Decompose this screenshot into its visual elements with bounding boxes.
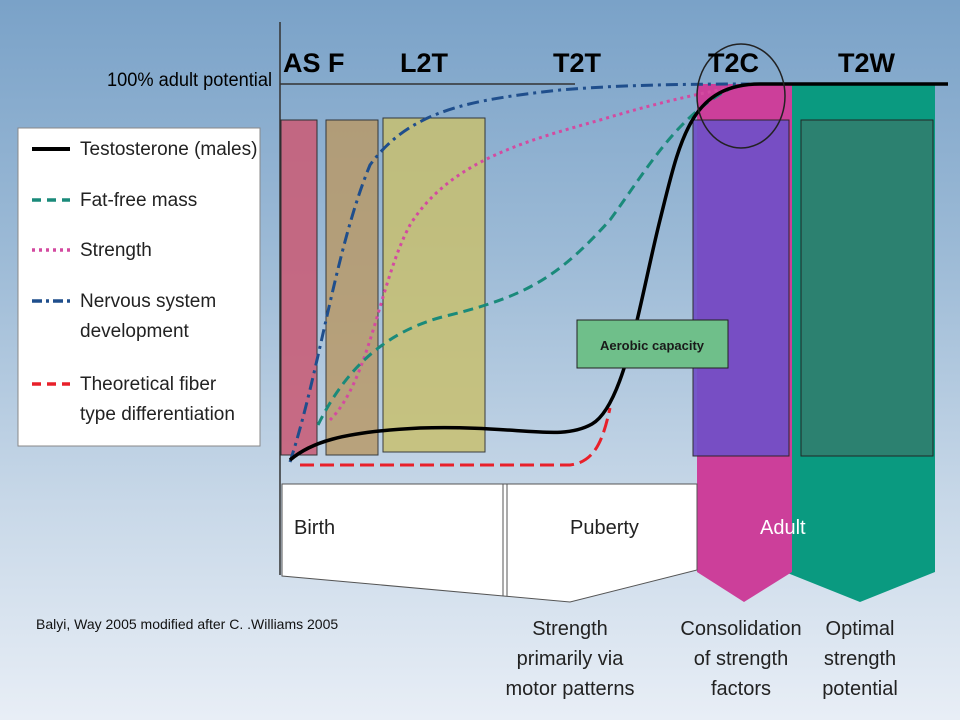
fat-free-mass-curve (316, 82, 741, 426)
stage-header-t2w: T2W (838, 48, 896, 78)
bottom-note-line: Consolidation (680, 618, 801, 640)
legend: Testosterone (males) Fat-free massStrengt… (32, 139, 257, 425)
stage-box-asf (280, 119, 318, 456)
phase-arrow (281, 483, 698, 603)
stage-header-asf: AS F (283, 48, 345, 78)
legend-label: development (80, 321, 190, 342)
bottom-note-line: potential (822, 678, 898, 700)
testosterone-curve (288, 82, 948, 462)
aerobic-capacity-label: Aerobic capacity (600, 338, 705, 353)
y-axis-label: 100% adult potential (107, 70, 272, 91)
phase-adult: Adult (760, 517, 806, 539)
legend-label: Strength (80, 240, 152, 261)
aerobic-capacity-box (576, 319, 729, 369)
stage-header-t2c: T2C (708, 48, 759, 78)
legend-box (17, 127, 261, 447)
stage-box-l2t (382, 117, 486, 453)
legend-label: Testosterone (males) (80, 139, 257, 160)
bottom-note-line: motor patterns (506, 678, 635, 700)
stage-header-l2t: L2T (400, 48, 449, 78)
nervous-system-curve (288, 82, 751, 463)
t2c-highlight-circle (696, 43, 786, 149)
legend-label: type differentiation (80, 404, 235, 425)
phase-birth: Birth (294, 517, 335, 539)
stage-box-t2c (692, 119, 790, 457)
bottom-note-line: factors (711, 678, 771, 700)
bottom-note-line: primarily via (517, 648, 625, 670)
stage-header-t2t: T2T (553, 48, 602, 78)
bottom-note-line: of strength (694, 648, 789, 670)
strength-curve (328, 82, 751, 422)
bottom-note-line: strength (824, 648, 896, 670)
bottom-note-line: Strength (532, 618, 608, 640)
legend-label: Theoretical fiber (80, 374, 217, 395)
fiber-type-curve (300, 407, 612, 467)
citation: Balyi, Way 2005 modified after C. .Willi… (36, 616, 338, 632)
bottom-notes: Strength primarily via motor patterns Conso… (506, 618, 898, 700)
bottom-note-line: Optimal (826, 618, 895, 640)
stage-box-t2w (800, 119, 934, 457)
legend-label: Nervous system (80, 291, 216, 312)
phase-puberty: Puberty (570, 517, 639, 539)
legend-label: Fat-free mass (80, 190, 197, 211)
